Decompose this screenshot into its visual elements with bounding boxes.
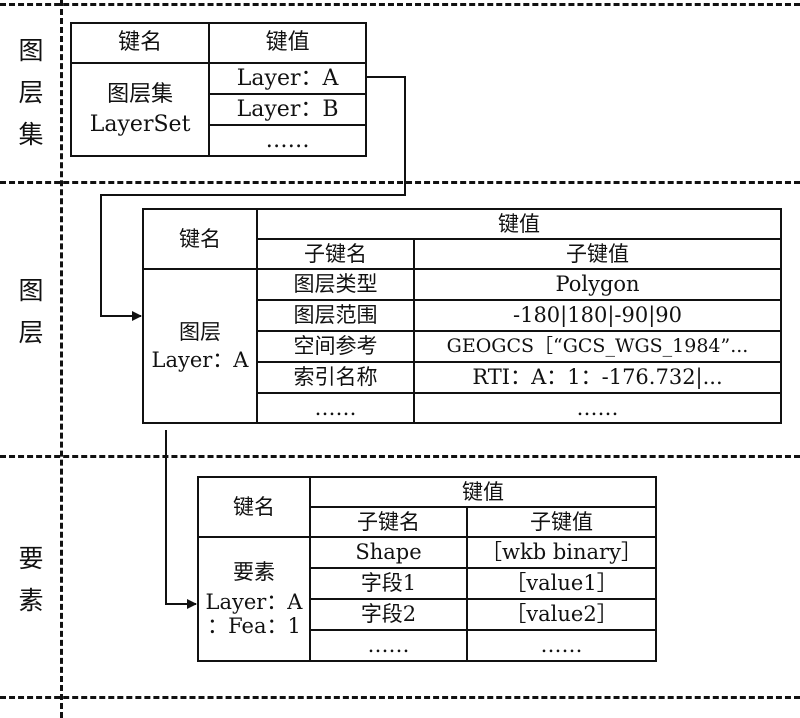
layer-value-header: 键值 [256, 208, 782, 240]
layerset-value-layer-a: Layer：A [208, 62, 367, 95]
layer-subvalue-header: 子键值 [413, 238, 782, 270]
layerset-table: 键名 键值 图层集 LayerSet Layer：A Layer：B …… [69, 22, 367, 157]
divider-layerset-layer [0, 181, 800, 184]
feature-key-header: 键名 [197, 476, 311, 538]
side-label-layer: 图 层 [18, 276, 44, 347]
feature-subvalue-ellipsis: …… [466, 629, 657, 662]
layerset-key-header: 键名 [69, 22, 211, 64]
arrow-layer-to-feature [165, 430, 197, 609]
layer-key-cell: 图层 Layer：A [142, 268, 258, 424]
layer-subvalue-type: Polygon [413, 268, 782, 301]
layerset-value-ellipsis: …… [208, 124, 367, 157]
layer-key-header: 键名 [142, 208, 258, 270]
layer-subkey-ellipsis: …… [256, 392, 415, 424]
feature-subkey-ellipsis: …… [309, 629, 468, 662]
vertical-dashed-line [60, 0, 63, 718]
layerset-key-cell: 图层集 LayerSet [69, 62, 211, 157]
feature-key-cell: 要素 Layer：A ：Fea：1 [197, 536, 311, 662]
feature-subvalue-field2: ［value2］ [466, 598, 657, 631]
layer-subkey-index: 索引名称 [256, 361, 415, 394]
feature-subvalue-field1: ［value1］ [466, 567, 657, 600]
bottom-dashed-line [0, 696, 800, 699]
feature-value-header: 键值 [309, 476, 657, 508]
feature-subkey-field2: 字段2 [309, 598, 468, 631]
layer-subvalue-extent: -180|180|-90|90 [413, 299, 782, 332]
feature-subkey-header: 子键名 [309, 506, 468, 538]
feature-subkey-shape: Shape [309, 536, 468, 569]
layer-subvalue-index: RTI：A：1：-176.732|... [413, 361, 782, 394]
feature-subvalue-header: 子键值 [466, 506, 657, 538]
side-label-layerset: 图 层 集 [18, 36, 44, 149]
divider-layer-feature [0, 455, 800, 458]
feature-table: 键名 键值 子键名 子键值 要素 Layer：A ：Fea：1 Shape ［w… [197, 476, 657, 662]
layer-subkey-srs: 空间参考 [256, 330, 415, 363]
feature-subvalue-shape: ［wkb binary］ [466, 536, 657, 569]
feature-subkey-field1: 字段1 [309, 567, 468, 600]
side-label-feature: 要 素 [18, 544, 44, 615]
layer-subkey-extent: 图层范围 [256, 299, 415, 332]
layerset-value-layer-b: Layer：B [208, 93, 367, 126]
layer-subvalue-ellipsis: …… [413, 392, 782, 424]
layerset-value-header: 键值 [208, 22, 367, 64]
layer-subkey-type: 图层类型 [256, 268, 415, 301]
layer-table: 键名 键值 子键名 子键值 图层 Layer：A 图层类型 Polygon 图层… [142, 208, 782, 424]
layer-subvalue-srs: GEOGCS［“GCS_WGS_1984”... [413, 330, 782, 363]
layer-subkey-header: 子键名 [256, 238, 415, 270]
arrow-layerset-to-layer [100, 76, 406, 321]
top-dashed-line [0, 3, 800, 6]
